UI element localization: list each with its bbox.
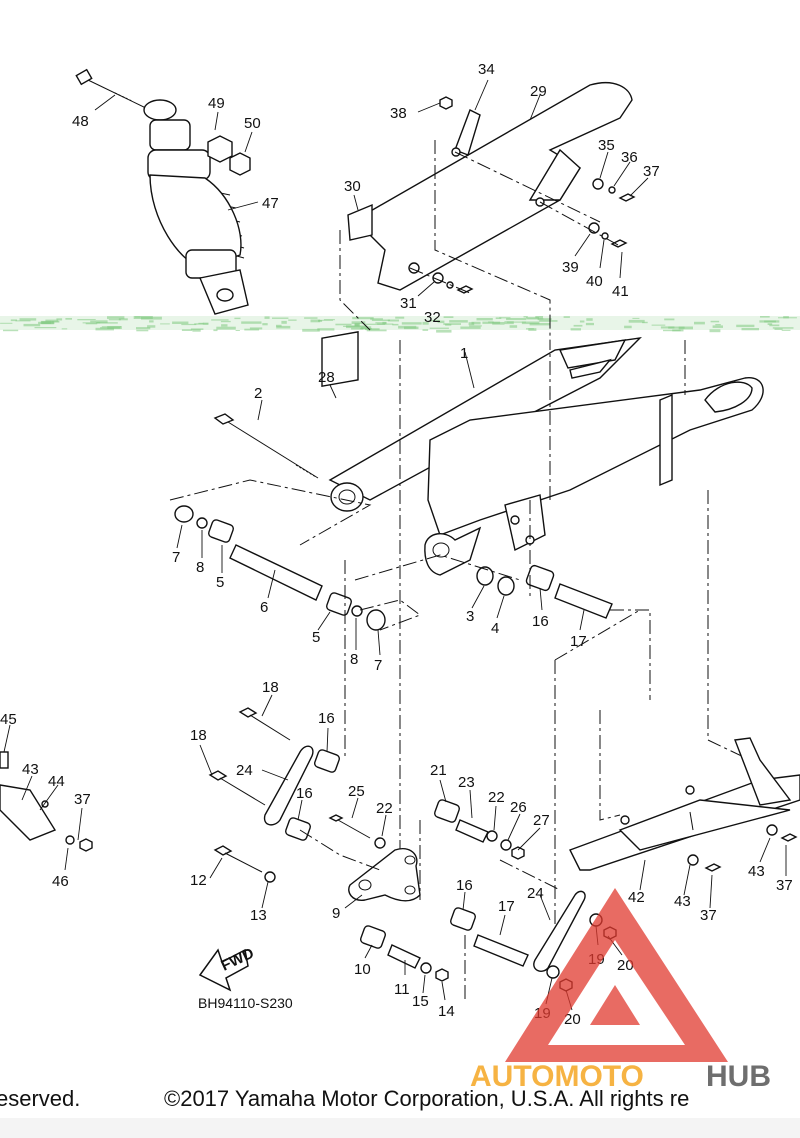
callout-22: 22 [376, 800, 393, 817]
callout-36: 36 [621, 149, 638, 166]
callout-43: 43 [674, 893, 691, 910]
callout-29: 29 [530, 83, 547, 100]
fwd-arrow-icon: FWD [198, 945, 257, 992]
callout-24: 24 [527, 885, 544, 902]
watermark-text-orange: AUTOMOTO [470, 1060, 644, 1093]
swingarm [321, 331, 764, 576]
pivot-bearings [174, 505, 386, 631]
callout-39: 39 [562, 259, 579, 276]
callout-3: 3 [466, 608, 474, 625]
callout-37: 37 [776, 877, 793, 894]
callout-7: 7 [172, 549, 180, 566]
callout-22: 22 [488, 789, 505, 806]
callout-47: 47 [262, 195, 279, 212]
callout-15: 15 [412, 993, 429, 1010]
copyright-text: ©2017 Yamaha Motor Corporation, U.S.A. A… [164, 1086, 689, 1111]
callout-31: 31 [400, 295, 417, 312]
rear-shock-absorber [75, 68, 251, 315]
callout-45: 45 [0, 711, 17, 728]
scan-band [0, 316, 800, 330]
callout-2: 2 [254, 385, 262, 402]
callout-40: 40 [586, 273, 603, 290]
callout-16: 16 [296, 785, 313, 802]
callout-17: 17 [498, 898, 515, 915]
callout-16: 16 [318, 710, 335, 727]
callout-50: 50 [244, 115, 261, 132]
callout-16: 16 [456, 877, 473, 894]
diagram-code: BH94110-S230 [198, 995, 293, 1011]
callout-8: 8 [350, 651, 358, 668]
callout-26: 26 [510, 799, 527, 816]
watermark-text-gray: HUB [706, 1060, 771, 1093]
callout-12: 12 [190, 872, 207, 889]
callout-44: 44 [48, 773, 65, 790]
leader-lines [3, 79, 787, 1011]
callout-37: 37 [74, 791, 91, 808]
scan-noise [0, 316, 797, 333]
callout-28: 28 [318, 369, 335, 386]
copyright-left: eserved. [0, 1086, 80, 1111]
callout-42: 42 [628, 889, 645, 906]
callout-43: 43 [748, 863, 765, 880]
callout-14: 14 [438, 1003, 455, 1020]
automotohub-watermark: AUTOMOTO HUB [470, 888, 771, 1093]
callout-10: 10 [354, 961, 371, 978]
axle-bushings [476, 564, 613, 619]
callout-labels: 4849504734293830353637394041313212827856… [0, 61, 793, 1028]
relay-arm-linkage [208, 707, 617, 992]
callout-11: 11 [394, 981, 410, 998]
callout-37: 37 [643, 163, 660, 180]
callout-35: 35 [598, 137, 615, 154]
callout-5: 5 [312, 629, 320, 646]
callout-27: 27 [533, 812, 550, 829]
callout-7: 7 [374, 657, 382, 674]
callout-49: 49 [208, 95, 225, 112]
chain-puller-left [0, 751, 93, 852]
chain-guard [347, 82, 633, 291]
callout-1: 1 [460, 345, 468, 362]
callout-25: 25 [348, 783, 365, 800]
callout-6: 6 [260, 599, 268, 616]
callout-37: 37 [700, 907, 717, 924]
callout-16: 16 [532, 613, 549, 630]
callout-46: 46 [52, 873, 69, 890]
callout-8: 8 [196, 559, 204, 576]
callout-5: 5 [216, 574, 224, 591]
callout-18: 18 [262, 679, 279, 696]
callout-17: 17 [570, 633, 587, 650]
callout-4: 4 [491, 620, 499, 637]
callout-9: 9 [332, 905, 340, 922]
callout-24: 24 [236, 762, 253, 779]
scan-band-bottom [0, 1118, 800, 1138]
callout-34: 34 [478, 61, 495, 78]
callout-41: 41 [612, 283, 629, 300]
callout-48: 48 [72, 113, 89, 130]
callout-20: 20 [564, 1011, 581, 1028]
callout-30: 30 [344, 178, 361, 195]
callout-32: 32 [424, 309, 441, 326]
callout-43: 43 [22, 761, 39, 778]
callout-38: 38 [390, 105, 407, 122]
callout-23: 23 [458, 774, 475, 791]
pivot-shaft [213, 413, 319, 479]
chain-case-lower [569, 737, 800, 872]
callout-21: 21 [430, 762, 447, 779]
callout-18: 18 [190, 727, 207, 744]
callout-13: 13 [250, 907, 267, 924]
